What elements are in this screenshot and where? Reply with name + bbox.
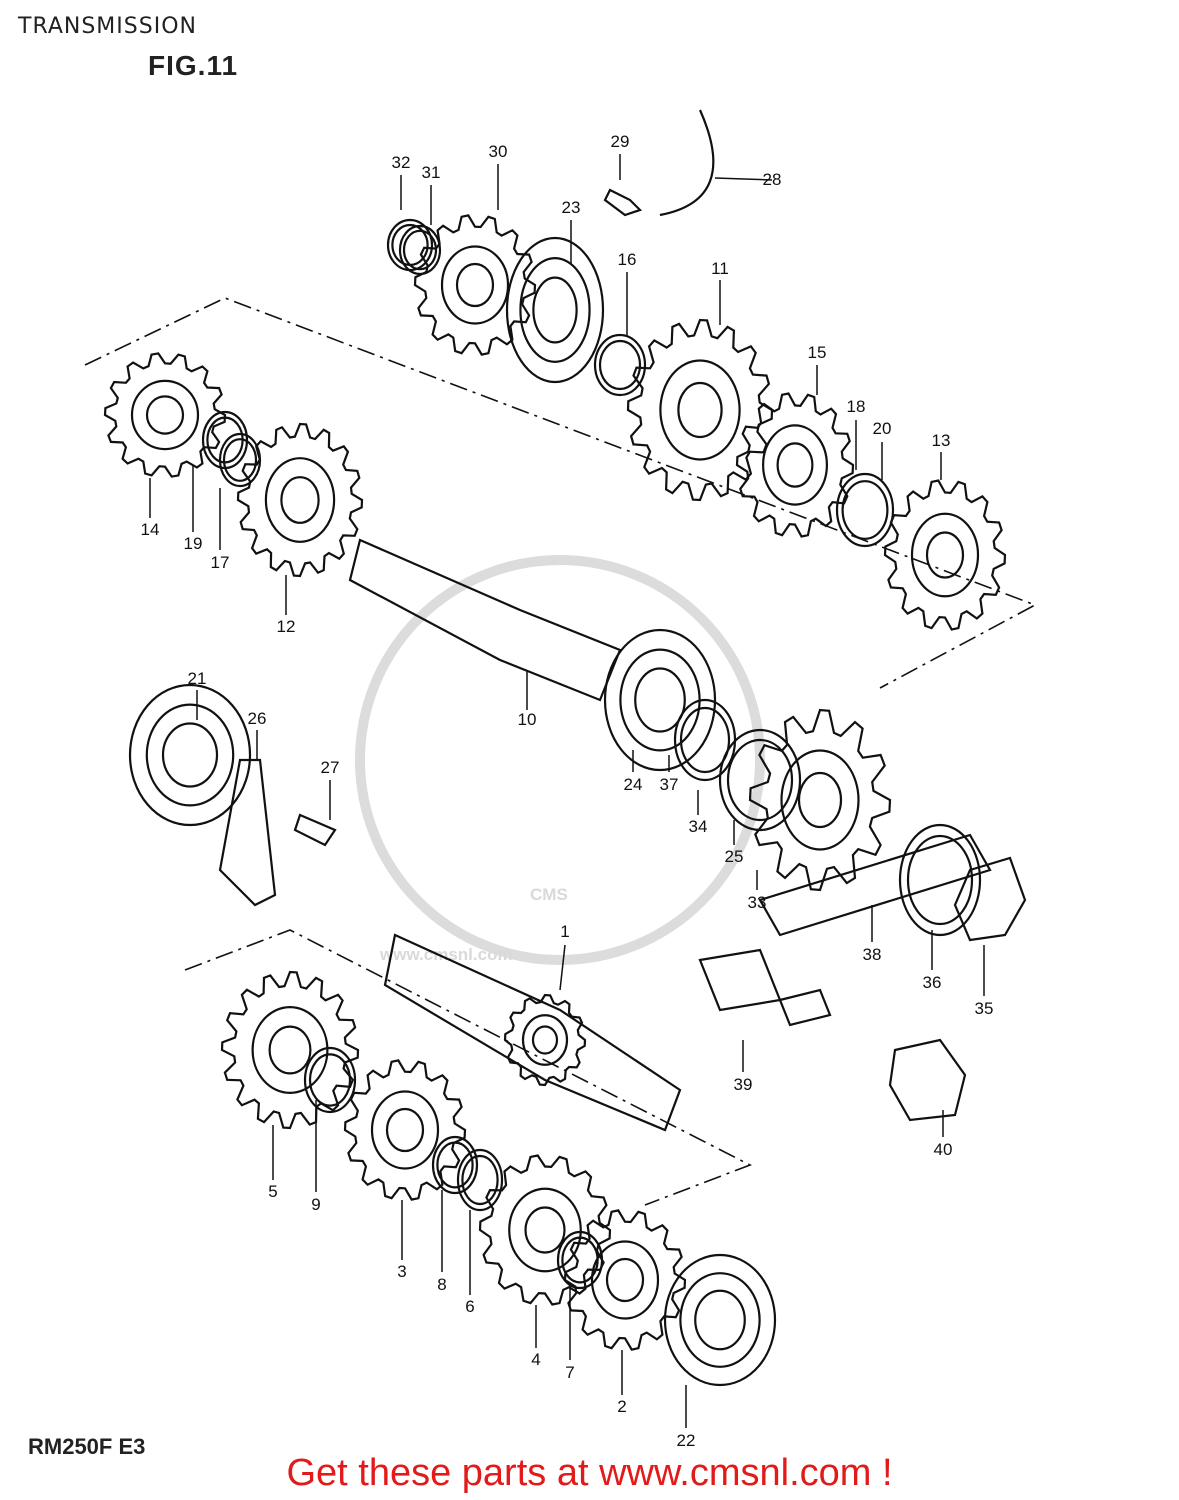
gear-14 [103,352,227,478]
circlip-8 [431,1135,479,1195]
callout-28: 28 [763,170,782,189]
callout-25: 25 [725,847,744,866]
leader-28 [714,177,773,181]
callout-27: 27 [321,758,340,777]
gear-12 [236,422,364,578]
callout-10: 10 [518,710,537,729]
page-title: TRANSMISSION [18,14,197,39]
link-39 [698,948,782,1012]
leader-1 [559,944,566,991]
countershaft [348,538,622,702]
watermark: CMS www.cmsnl.com [355,555,765,965]
leader-lines [149,154,985,1428]
callout-26: 26 [248,709,267,728]
callout-40: 40 [934,1140,953,1159]
callout-33: 33 [748,893,767,912]
callout-21: 21 [188,669,207,688]
screw-29 [603,188,643,217]
callout-9: 9 [311,1195,320,1214]
callout-31: 31 [422,163,441,182]
screw-27 [293,813,337,847]
gear-30 [413,214,537,356]
callout-23: 23 [562,198,581,217]
washer-31 [398,224,442,276]
cta-link[interactable]: Get these parts at www.cmsnl.com ! [286,1452,893,1494]
group-outline-upper [84,297,1037,689]
washer-17 [218,432,262,488]
callout-7: 7 [565,1363,574,1382]
callout-34: 34 [689,817,708,836]
model-code: RM250F E3 [28,1434,146,1459]
collar-40 [888,1038,967,1122]
callout-16: 16 [618,250,637,269]
group-outline-lower [184,929,752,1206]
watermark-brand: CMS [530,885,568,904]
callout-22: 22 [677,1431,696,1450]
callout-6: 6 [465,1297,474,1316]
gear-2 [563,1209,687,1351]
callout-30: 30 [489,142,508,161]
washer-20 [835,472,895,548]
gear-4 [478,1154,612,1306]
bearing-23 [505,236,605,384]
callout-2: 2 [617,1397,626,1416]
callout-13: 13 [932,431,951,450]
washer-6 [456,1148,504,1212]
callout-17: 17 [211,553,230,572]
washer-36 [898,823,982,937]
callout-20: 20 [873,419,892,438]
callout-38: 38 [863,945,882,964]
callout-36: 36 [923,973,942,992]
callout-3: 3 [397,1262,406,1281]
callout-29: 29 [611,132,630,151]
callout-32: 32 [392,153,411,172]
parts-drawing [84,109,1037,1387]
plate-39 [778,988,832,1027]
main-shaft [383,933,682,1132]
callout-1: 1 [560,922,569,941]
callout-12: 12 [277,617,296,636]
gear-11 [626,318,774,502]
watermark-url: www.cmsnl.com [379,945,513,964]
callout-11: 11 [711,259,729,278]
callout-labels: 1234567891011121314151617181920212223242… [141,132,994,1450]
sprocket-33 [748,708,892,892]
washer-9 [303,1046,357,1114]
chain-38 [758,833,992,937]
callout-24: 24 [624,775,643,794]
figure-label: FIG.11 [148,50,239,81]
gear-15 [735,392,855,538]
callout-39: 39 [734,1075,753,1094]
gear-13 [883,479,1007,631]
callout-37: 37 [660,775,679,794]
callout-15: 15 [808,343,827,362]
gear-1 [503,993,587,1087]
callout-18: 18 [847,397,866,416]
bearing-21 [128,683,252,827]
callout-14: 14 [141,520,160,539]
gear-3 [343,1059,467,1201]
callout-19: 19 [184,534,203,553]
retainer-28 [659,109,715,217]
callout-4: 4 [531,1350,540,1369]
callout-5: 5 [268,1182,277,1201]
nut-35 [953,856,1027,942]
washer-16 [593,333,647,397]
callout-35: 35 [975,999,994,1018]
callout-8: 8 [437,1275,446,1294]
bearing-22 [663,1253,777,1387]
retainer-26 [218,758,277,907]
